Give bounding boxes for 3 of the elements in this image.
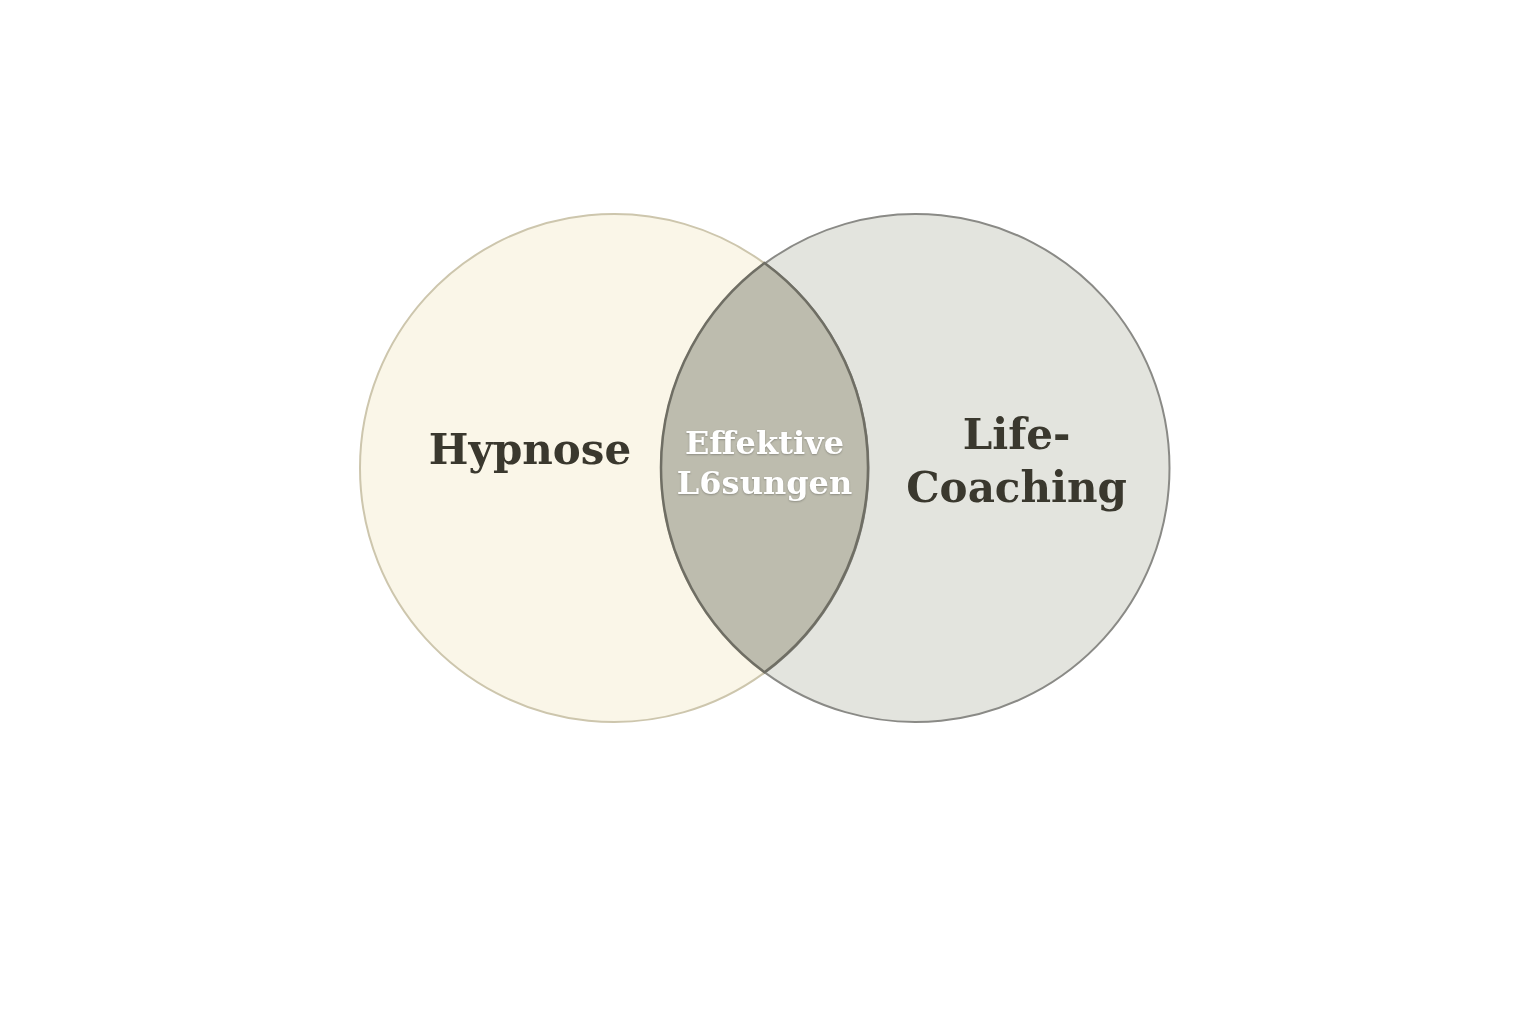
- circle-label: Hypnose: [427, 424, 633, 476]
- overlap-label: Effektive L6sungen: [675, 423, 854, 504]
- circle-label: Life-Coaching: [905, 409, 1128, 514]
